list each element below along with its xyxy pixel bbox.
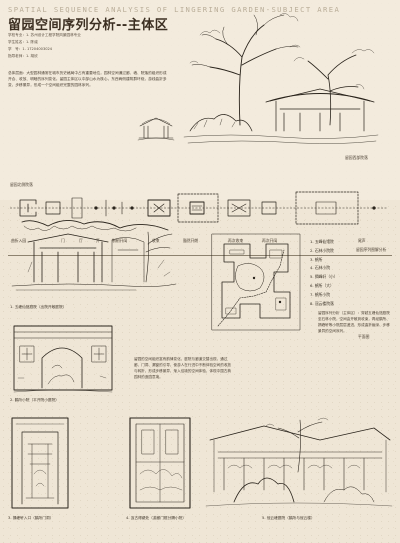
seq-label-6: 豁然开朗 [183,238,199,243]
sketch-caption-3: 3. 揖峰轩入口（鹤所门洞） [8,516,54,520]
legend-item: 5. 揖峰轩（小） [310,274,338,280]
section-divider [8,255,392,256]
legend-item: 8. 冠云楼院落 [310,300,334,306]
sketch-2-crane-courtyard [13,325,113,393]
sketch-caption-4: 4. 汲古得绠处（游廊门框分隔小院） [126,516,187,520]
seq-label-9: 尾声 [358,238,366,243]
seq-label-5: 收束 [152,238,160,243]
legend-item: 1. 五峰仙馆院 [310,239,334,244]
legend-item: 7. 鹤所小院 [310,291,331,297]
legend-item: 2. 石林小院院 [310,247,334,253]
legend-item: 3. 鹤所 [310,256,323,262]
sketch-caption-2: 2. 鹤所小院（平开院小庭院） [10,398,59,402]
sketch-4-corridor [129,417,191,509]
middle-description: 留园的空间组织富有韵律变化，庭院与廊道交替出现，通过廊、门洞、漏窗的引导，使游人… [134,357,232,380]
meta-number: 学 号：1. 17204003024 [8,47,53,51]
plan-analysis-text: 留园序列分析（主体区）：穿越五峰仙馆庭院至石林小院，空间由开敞到收束，再经鹤所、… [318,311,390,334]
page-title: 留园空间序列分析--主体区 [8,18,169,33]
intro-paragraph: 总体层面：大型园林通常在城市历史格局中占有重要地位，园林空间通过廊、墙、院落的组… [8,71,167,87]
legend-item: 4. 石林小院 [310,265,331,271]
sketch-caption-5: 5. 冠云峰庭院（鹤所与冠云楼） [262,516,315,520]
legend-item: 6. 鹤所（大） [310,282,334,288]
plan-caption: 平面图 [358,334,370,339]
seq-label-7: 再次收束 [228,238,244,243]
english-title: SPATIAL SEQUENCE ANALYSIS OF LINGERING G… [8,5,341,14]
seq-label-8: 再次开阔 [262,238,278,243]
sequence-diagram [10,191,388,225]
sequence-subcaption: 留园序列图解分析 [356,247,387,252]
plan-legend: 1. 五峰仙馆院 2. 石林小院院 3. 鹤所 4. 石林小院 5. 揖峰轩（小… [310,238,338,308]
seq-label-1: 门 [61,238,65,243]
sketch-5-cloud-peak [205,417,393,507]
garden-plan-map [211,233,301,331]
seq-label-4: 制制开阔 [112,238,128,243]
meta-advisor: 指导老师：1. 胡欣 [8,54,38,58]
sequence-plan-label: 留园北侧院落 [10,182,33,187]
pavilion-sketch [137,117,175,141]
sketch-caption-1: 1. 五峰仙馆庭院（出院开敞庭院） [10,305,67,309]
sketch-1-five-peaks [11,220,177,291]
top-sketch-caption: 留园西部院落 [345,155,368,160]
sketch-3-doorway [11,417,69,509]
west-courtyard-sketch [183,13,379,144]
seq-label-2: 厅 [79,238,83,243]
meta-school: 学校专业：1. 苏州设计工程学院风景园林专业 [8,33,81,37]
header-band [0,0,400,200]
seq-label-0: 曲折入园 [11,238,27,243]
meta-student: 学生姓名：1. 陈诚 [8,40,38,44]
seq-label-3: 开 [96,238,100,243]
